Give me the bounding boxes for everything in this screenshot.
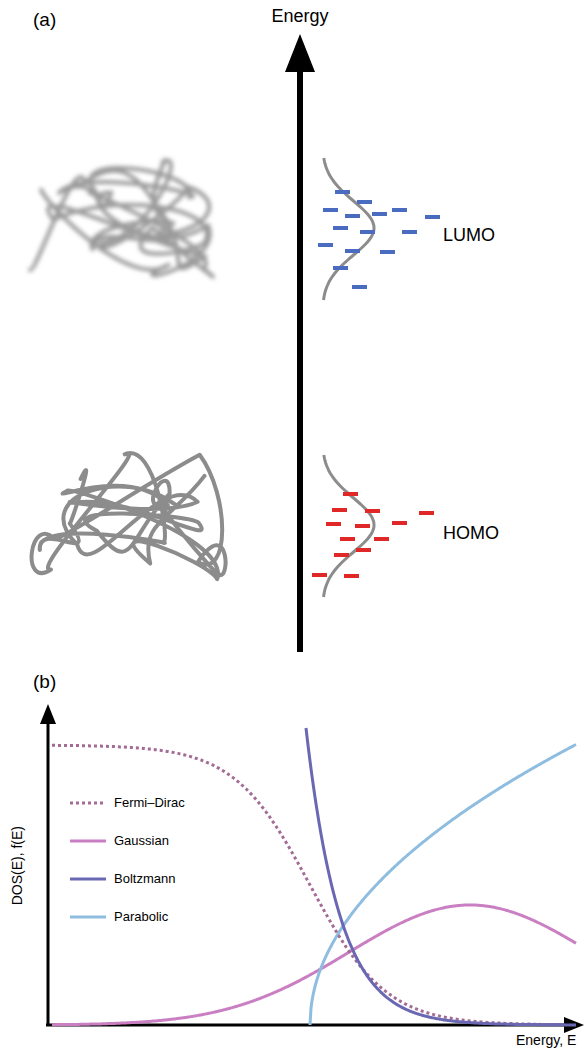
state-dash xyxy=(365,509,380,513)
legend-sample xyxy=(70,916,106,919)
state-dash xyxy=(356,548,371,552)
lumo-distribution xyxy=(324,158,375,300)
state-dash xyxy=(374,537,389,541)
legend-sample xyxy=(70,840,106,843)
axis-title: Energy, E xyxy=(516,1033,576,1048)
state-dash xyxy=(392,208,407,212)
state-dash xyxy=(333,226,348,230)
state-dash xyxy=(360,230,375,234)
panel-label: (a) xyxy=(33,10,56,31)
gaussian-curve xyxy=(52,905,576,1025)
y-axis xyxy=(47,722,50,1026)
parabolic-curve xyxy=(310,745,576,1026)
state-dash xyxy=(372,212,387,216)
level-label: HOMO xyxy=(443,524,499,544)
axis-arrowhead xyxy=(285,34,315,72)
legend-text: Parabolic xyxy=(114,910,168,924)
legend-sample xyxy=(70,878,106,881)
state-dash xyxy=(326,522,341,526)
state-dash xyxy=(333,266,348,270)
polymer-chain xyxy=(30,160,213,277)
polymer-blurred xyxy=(30,160,213,277)
boltzmann-curve xyxy=(306,728,576,1025)
state-dash xyxy=(419,511,434,515)
polymer-chain xyxy=(32,453,226,579)
panel-label: (b) xyxy=(33,672,56,693)
legend-text: Boltzmann xyxy=(114,872,175,886)
axis-title: Energy xyxy=(271,7,328,27)
state-dash xyxy=(345,214,360,218)
state-dash xyxy=(344,574,359,578)
homo-distribution xyxy=(324,455,375,597)
state-dash xyxy=(352,285,367,289)
energy-axis xyxy=(297,70,303,652)
state-dash xyxy=(335,190,350,194)
state-dash xyxy=(340,537,355,541)
axis-title: DOS(E), f(E) xyxy=(10,826,25,905)
legend-text: Gaussian xyxy=(114,834,169,848)
state-dash xyxy=(334,553,349,557)
legend-text: Fermi–Dirac xyxy=(114,796,185,810)
level-label: LUMO xyxy=(443,226,495,246)
state-dash xyxy=(392,521,407,525)
fermi-dirac-curve xyxy=(52,745,560,1024)
state-dash xyxy=(380,250,395,254)
legend-sample xyxy=(70,802,106,805)
state-dash xyxy=(357,200,372,204)
state-dash xyxy=(345,249,360,253)
polymer xyxy=(32,453,226,579)
y-axis-arrowhead xyxy=(40,704,56,724)
state-dash xyxy=(323,208,338,212)
state-dash xyxy=(402,230,417,234)
state-dash xyxy=(332,508,347,512)
state-dash xyxy=(318,243,333,247)
state-dash xyxy=(343,492,358,496)
state-dash xyxy=(425,215,440,219)
state-dash xyxy=(312,573,327,577)
state-dash xyxy=(355,524,370,528)
